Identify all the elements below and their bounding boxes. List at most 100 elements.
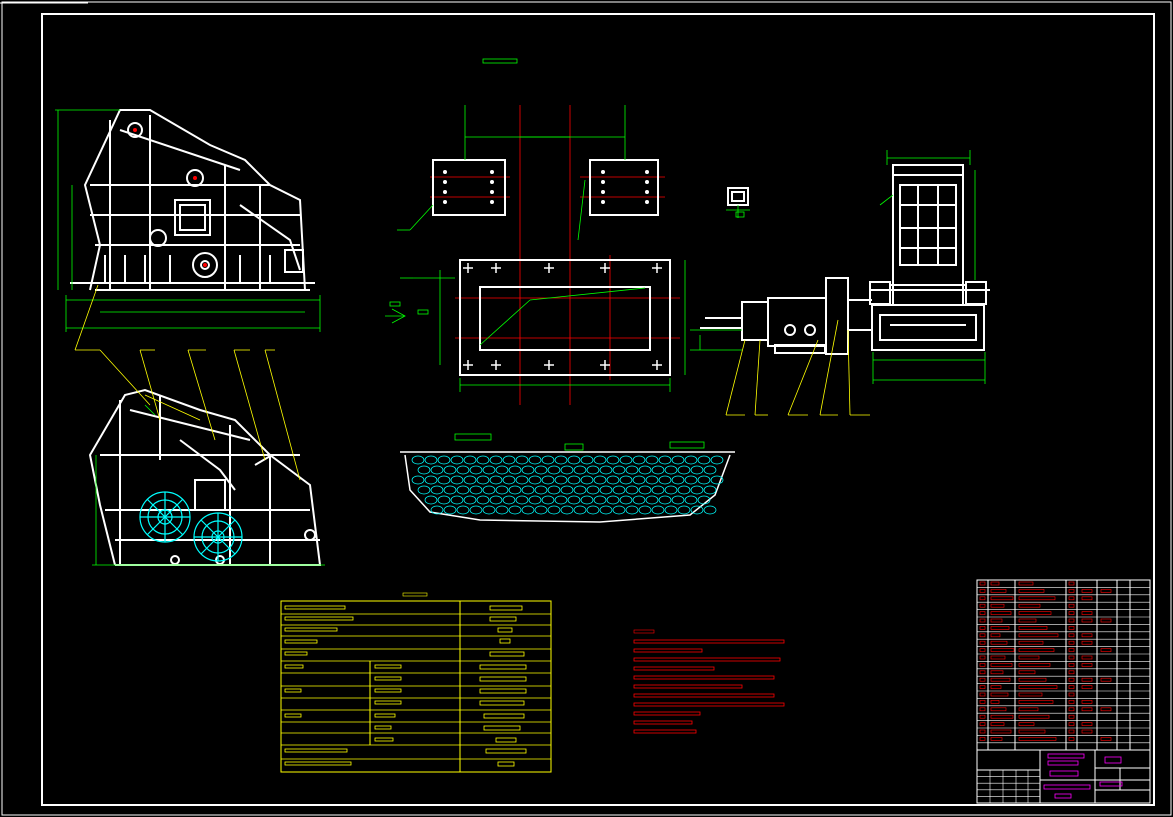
parts-cell-name <box>1018 707 1039 712</box>
params-cell-text <box>374 725 392 730</box>
params-cell-value <box>489 616 517 622</box>
parts-cell-name <box>1018 633 1059 638</box>
hatch-cell <box>664 505 678 515</box>
hatch-cell <box>495 485 509 495</box>
hatch-cell <box>443 465 457 475</box>
parts-cell-code <box>990 611 1012 615</box>
parts-cell-qty <box>1068 633 1075 638</box>
hatch-cell <box>521 505 535 515</box>
hatch-cell <box>469 465 483 475</box>
parts-cell-code <box>990 648 1015 652</box>
parts-cell-qty <box>1068 722 1075 726</box>
parts-cell-qty <box>1068 640 1075 645</box>
parts-cell-material <box>1081 707 1093 712</box>
hatch-cell <box>606 495 620 505</box>
hatch-cell <box>430 465 444 475</box>
hatch-cell <box>515 455 529 465</box>
parts-cell-name <box>1018 640 1044 645</box>
notes-line <box>633 693 775 698</box>
hatch-cell <box>508 505 522 515</box>
parts-cell-weight <box>1100 707 1112 712</box>
hatch-cell <box>456 465 470 475</box>
motor-drive-view <box>700 277 872 355</box>
hatch-cell <box>534 505 548 515</box>
hatch-cell <box>573 505 587 515</box>
hatch-cell <box>697 495 711 505</box>
hatch-cell <box>632 475 646 485</box>
notes-line <box>633 711 701 716</box>
parts-cell-name <box>1018 677 1047 682</box>
parts-cell-qty <box>1068 692 1075 697</box>
hatch-cell <box>606 475 620 485</box>
hatch-cell <box>586 505 600 515</box>
hatch-cell <box>638 505 652 515</box>
hatch-cell <box>469 505 483 515</box>
hatch-cell <box>508 485 522 495</box>
notes-line <box>633 675 775 680</box>
parts-cell-index <box>979 729 986 734</box>
hatch-cell <box>443 485 457 495</box>
params-cell-text <box>374 676 402 681</box>
parts-cell-name <box>1018 618 1037 623</box>
params-cell-text <box>284 616 354 621</box>
hatch-cell <box>651 505 665 515</box>
parts-cell-index <box>979 692 986 697</box>
hatch-cell <box>450 475 464 485</box>
parts-cell-name <box>1018 663 1051 667</box>
parts-cell-index <box>979 737 986 741</box>
hatch-cell <box>638 465 652 475</box>
params-cell-text <box>374 713 396 718</box>
parts-cell-index <box>979 618 986 623</box>
params-cell-text <box>284 761 352 766</box>
hatch-cell <box>554 475 568 485</box>
foundation-section-outline <box>400 451 735 523</box>
hatch-cell <box>521 465 535 475</box>
parts-cell-material <box>1081 596 1093 601</box>
parts-cell-code <box>990 640 1008 645</box>
hatch-cell <box>469 485 483 495</box>
hatch-cell <box>528 495 542 505</box>
inner-frame <box>41 13 1155 806</box>
parts-cell-index <box>979 626 986 630</box>
hatch-cell <box>645 475 659 485</box>
hatch-cell <box>671 495 685 505</box>
hatch-cell <box>411 475 425 485</box>
params-cell-text <box>284 605 346 610</box>
parts-cell-code <box>990 655 1006 660</box>
notes-line <box>633 648 703 653</box>
hatch-cell <box>430 505 444 515</box>
hatch-cell <box>482 465 496 475</box>
parts-cell-code <box>990 707 1007 712</box>
parts-cell-material <box>1081 685 1093 689</box>
hatch-cell <box>677 485 691 495</box>
hatch-cell <box>658 475 672 485</box>
motor-drive-leaders <box>725 319 870 416</box>
hatch-cell <box>671 455 685 465</box>
hatch-cell <box>684 475 698 485</box>
hatch-cell <box>632 495 646 505</box>
parts-cell-index <box>979 707 986 712</box>
notes-title-marker <box>633 629 655 634</box>
parts-cell-material <box>1081 677 1093 682</box>
parts-cell-qty <box>1068 663 1075 667</box>
technical-notes <box>633 639 785 734</box>
params-cell-text <box>284 664 304 669</box>
parts-cell-weight <box>1100 737 1112 741</box>
hatch-cell <box>586 465 600 475</box>
parts-cell-code <box>990 677 1011 682</box>
parts-cell-index <box>979 663 986 667</box>
hatch-cell <box>606 455 620 465</box>
parts-cell-name <box>1018 648 1055 652</box>
hatch-cell <box>651 465 665 475</box>
foundation-anchor-crosses <box>463 263 662 370</box>
parts-cell-material <box>1081 618 1093 623</box>
parts-cell-code <box>990 603 1005 608</box>
parts-cell-code <box>990 663 1013 667</box>
motor-drive-dimensions <box>690 329 742 351</box>
parts-cell-index <box>979 611 986 615</box>
params-cell-text <box>284 713 302 718</box>
hatch-cell <box>690 485 704 495</box>
parts-cell-index <box>979 603 986 608</box>
params-cell-value <box>497 627 513 633</box>
hatch-cell <box>560 505 574 515</box>
